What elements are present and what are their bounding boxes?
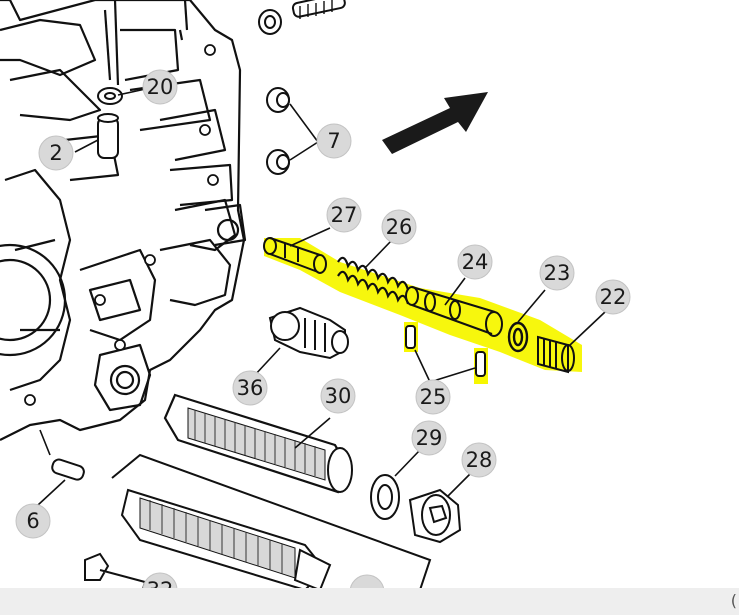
callout-labels: 20 2 7 27 26 24 23 22 36 30 25 29 28 6 3… [26, 75, 626, 602]
callout-28-badge [461, 442, 497, 478]
bottom-bar-glyph: ( [730, 591, 737, 610]
top-bolt [258, 0, 346, 35]
leader-lines [37, 87, 606, 506]
roll-pins [404, 322, 488, 384]
callout-7: 7 [327, 129, 340, 153]
bottom-bolt [84, 552, 147, 593]
callout-27: 27 [331, 203, 358, 227]
callout-36-badge [232, 370, 268, 406]
small-washer [97, 87, 123, 105]
bottom-bar: ( [0, 588, 739, 615]
callout-2-badge [38, 135, 74, 171]
housing-bolt-holes [24, 44, 219, 406]
callout-24: 24 [462, 250, 489, 274]
drain-plug [408, 488, 462, 544]
small-pin [51, 458, 85, 481]
callout-29-badge [411, 420, 447, 456]
callout-36: 36 [237, 376, 264, 400]
callout-20: 20 [147, 75, 174, 99]
callout-6: 6 [26, 509, 39, 533]
callout-22: 22 [600, 285, 627, 309]
dowel-pin [97, 113, 119, 159]
callout-30-badge [320, 378, 356, 414]
callout-23-badge [539, 255, 575, 291]
callout-25: 25 [420, 385, 447, 409]
callout-22-badge [595, 279, 631, 315]
callout-25-badge [415, 379, 451, 415]
sealing-washer [370, 474, 400, 520]
direction-arrow-icon [382, 92, 488, 154]
callout-20-badge [142, 69, 178, 105]
callout-26: 26 [386, 215, 413, 239]
filter-screen-upper [163, 393, 353, 494]
callout-6-badge [15, 503, 51, 539]
housing-casting [0, 0, 247, 441]
callout-26-badge [381, 209, 417, 245]
callout-30: 30 [325, 384, 352, 408]
callout-29: 29 [416, 426, 443, 450]
callout-7-badge [316, 123, 352, 159]
callout-27-badge [326, 197, 362, 233]
callout-23: 23 [544, 261, 571, 285]
bushings [266, 87, 290, 175]
callout-2: 2 [49, 141, 62, 165]
callout-28: 28 [466, 448, 493, 472]
fitting [268, 306, 349, 360]
filter-tray [100, 453, 432, 592]
highlighted-valve-assembly [263, 237, 582, 374]
callout-24-badge [457, 244, 493, 280]
